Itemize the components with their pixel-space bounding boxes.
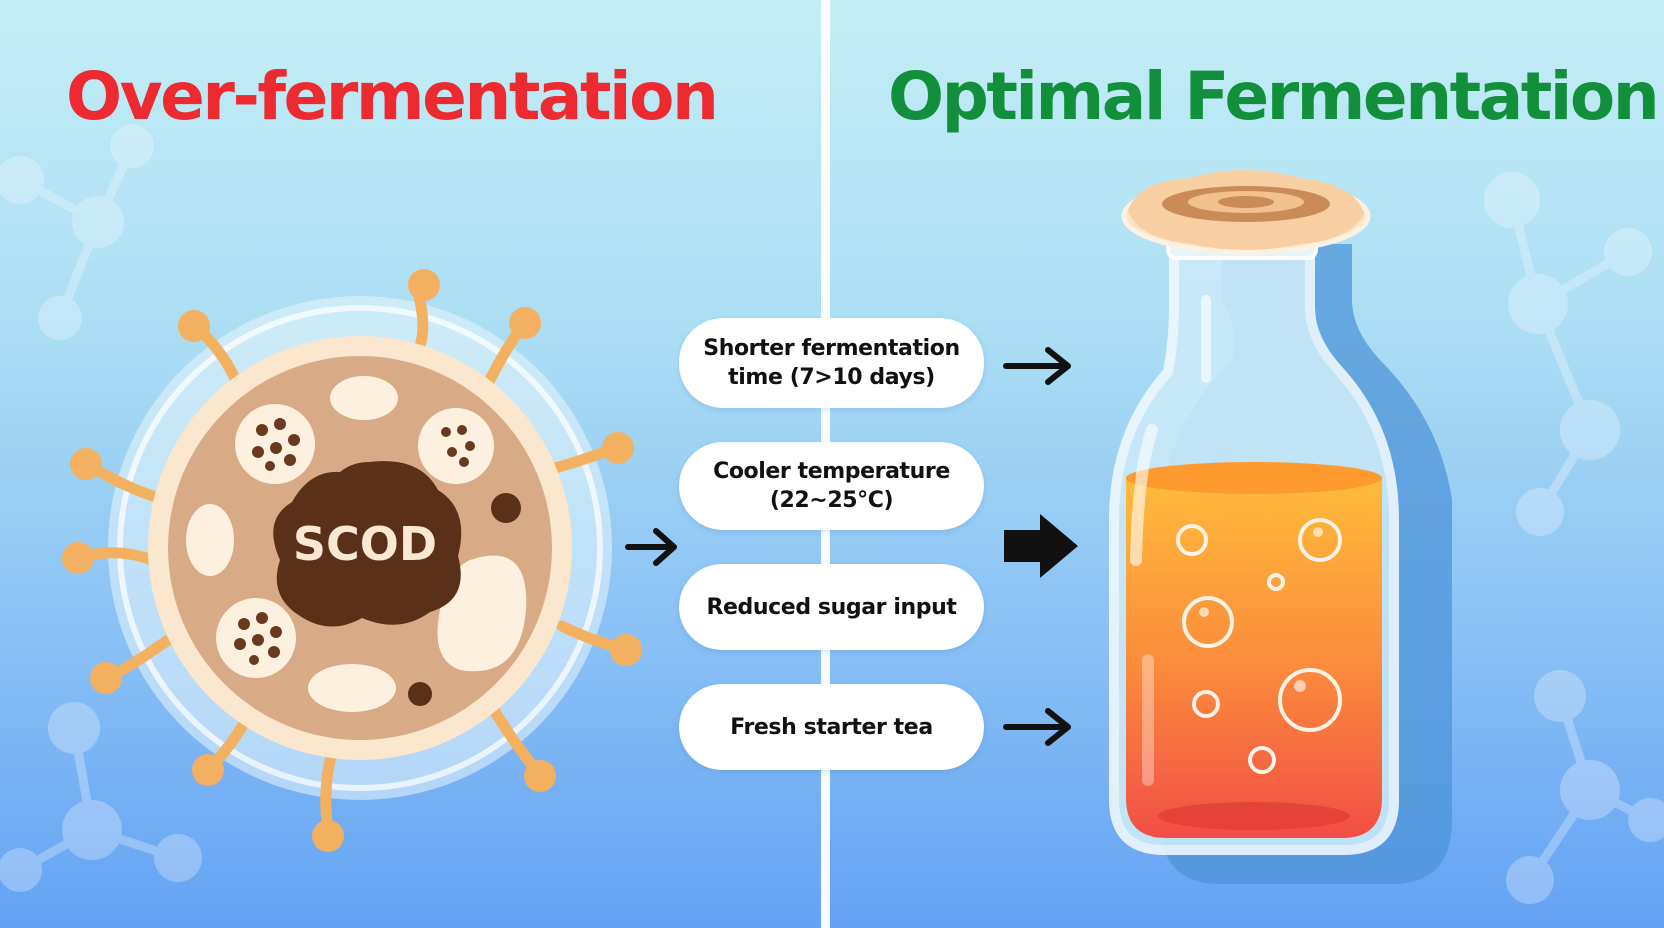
step-label: Fresh starter tea (730, 714, 933, 740)
scoby-core (273, 461, 462, 627)
over-fermentation-title: Over-fermentation (66, 58, 719, 135)
molecule-icon (0, 124, 154, 340)
arrow-right-icon (1004, 514, 1078, 578)
step-fresh-starter-tea: Fresh starter tea (679, 684, 984, 770)
step-reduced-sugar: Reduced sugar input (679, 564, 984, 650)
scoby-label: SCOD (292, 517, 438, 571)
scoby-cell-icon (62, 269, 642, 852)
arrow-right-icon (1003, 347, 1071, 385)
step-cooler-temperature: Cooler temperature (22~25°C) (679, 442, 984, 530)
arrow-right-icon (625, 528, 677, 566)
step-label: Cooler temperature (22~25°C) (713, 459, 950, 513)
bottle-liquid (1126, 464, 1382, 838)
bubble-icon (1176, 518, 1342, 774)
scoby-lid (1121, 170, 1371, 255)
step-shorter-fermentation: Shorter fermentation time (7>10 days) (679, 318, 984, 408)
spore-cluster (418, 408, 494, 484)
optimal-fermentation-title: Optimal Fermentation (888, 58, 1660, 135)
molecule-icon (1484, 172, 1652, 536)
molecule-icon (1506, 670, 1664, 904)
step-label: Shorter fermentation time (7>10 days) (703, 336, 960, 390)
step-label: Reduced sugar input (706, 594, 957, 620)
molecule-icon (0, 702, 202, 892)
arrow-right-icon (1003, 708, 1071, 746)
spore-cluster (235, 404, 315, 484)
spore-cluster (216, 598, 296, 678)
